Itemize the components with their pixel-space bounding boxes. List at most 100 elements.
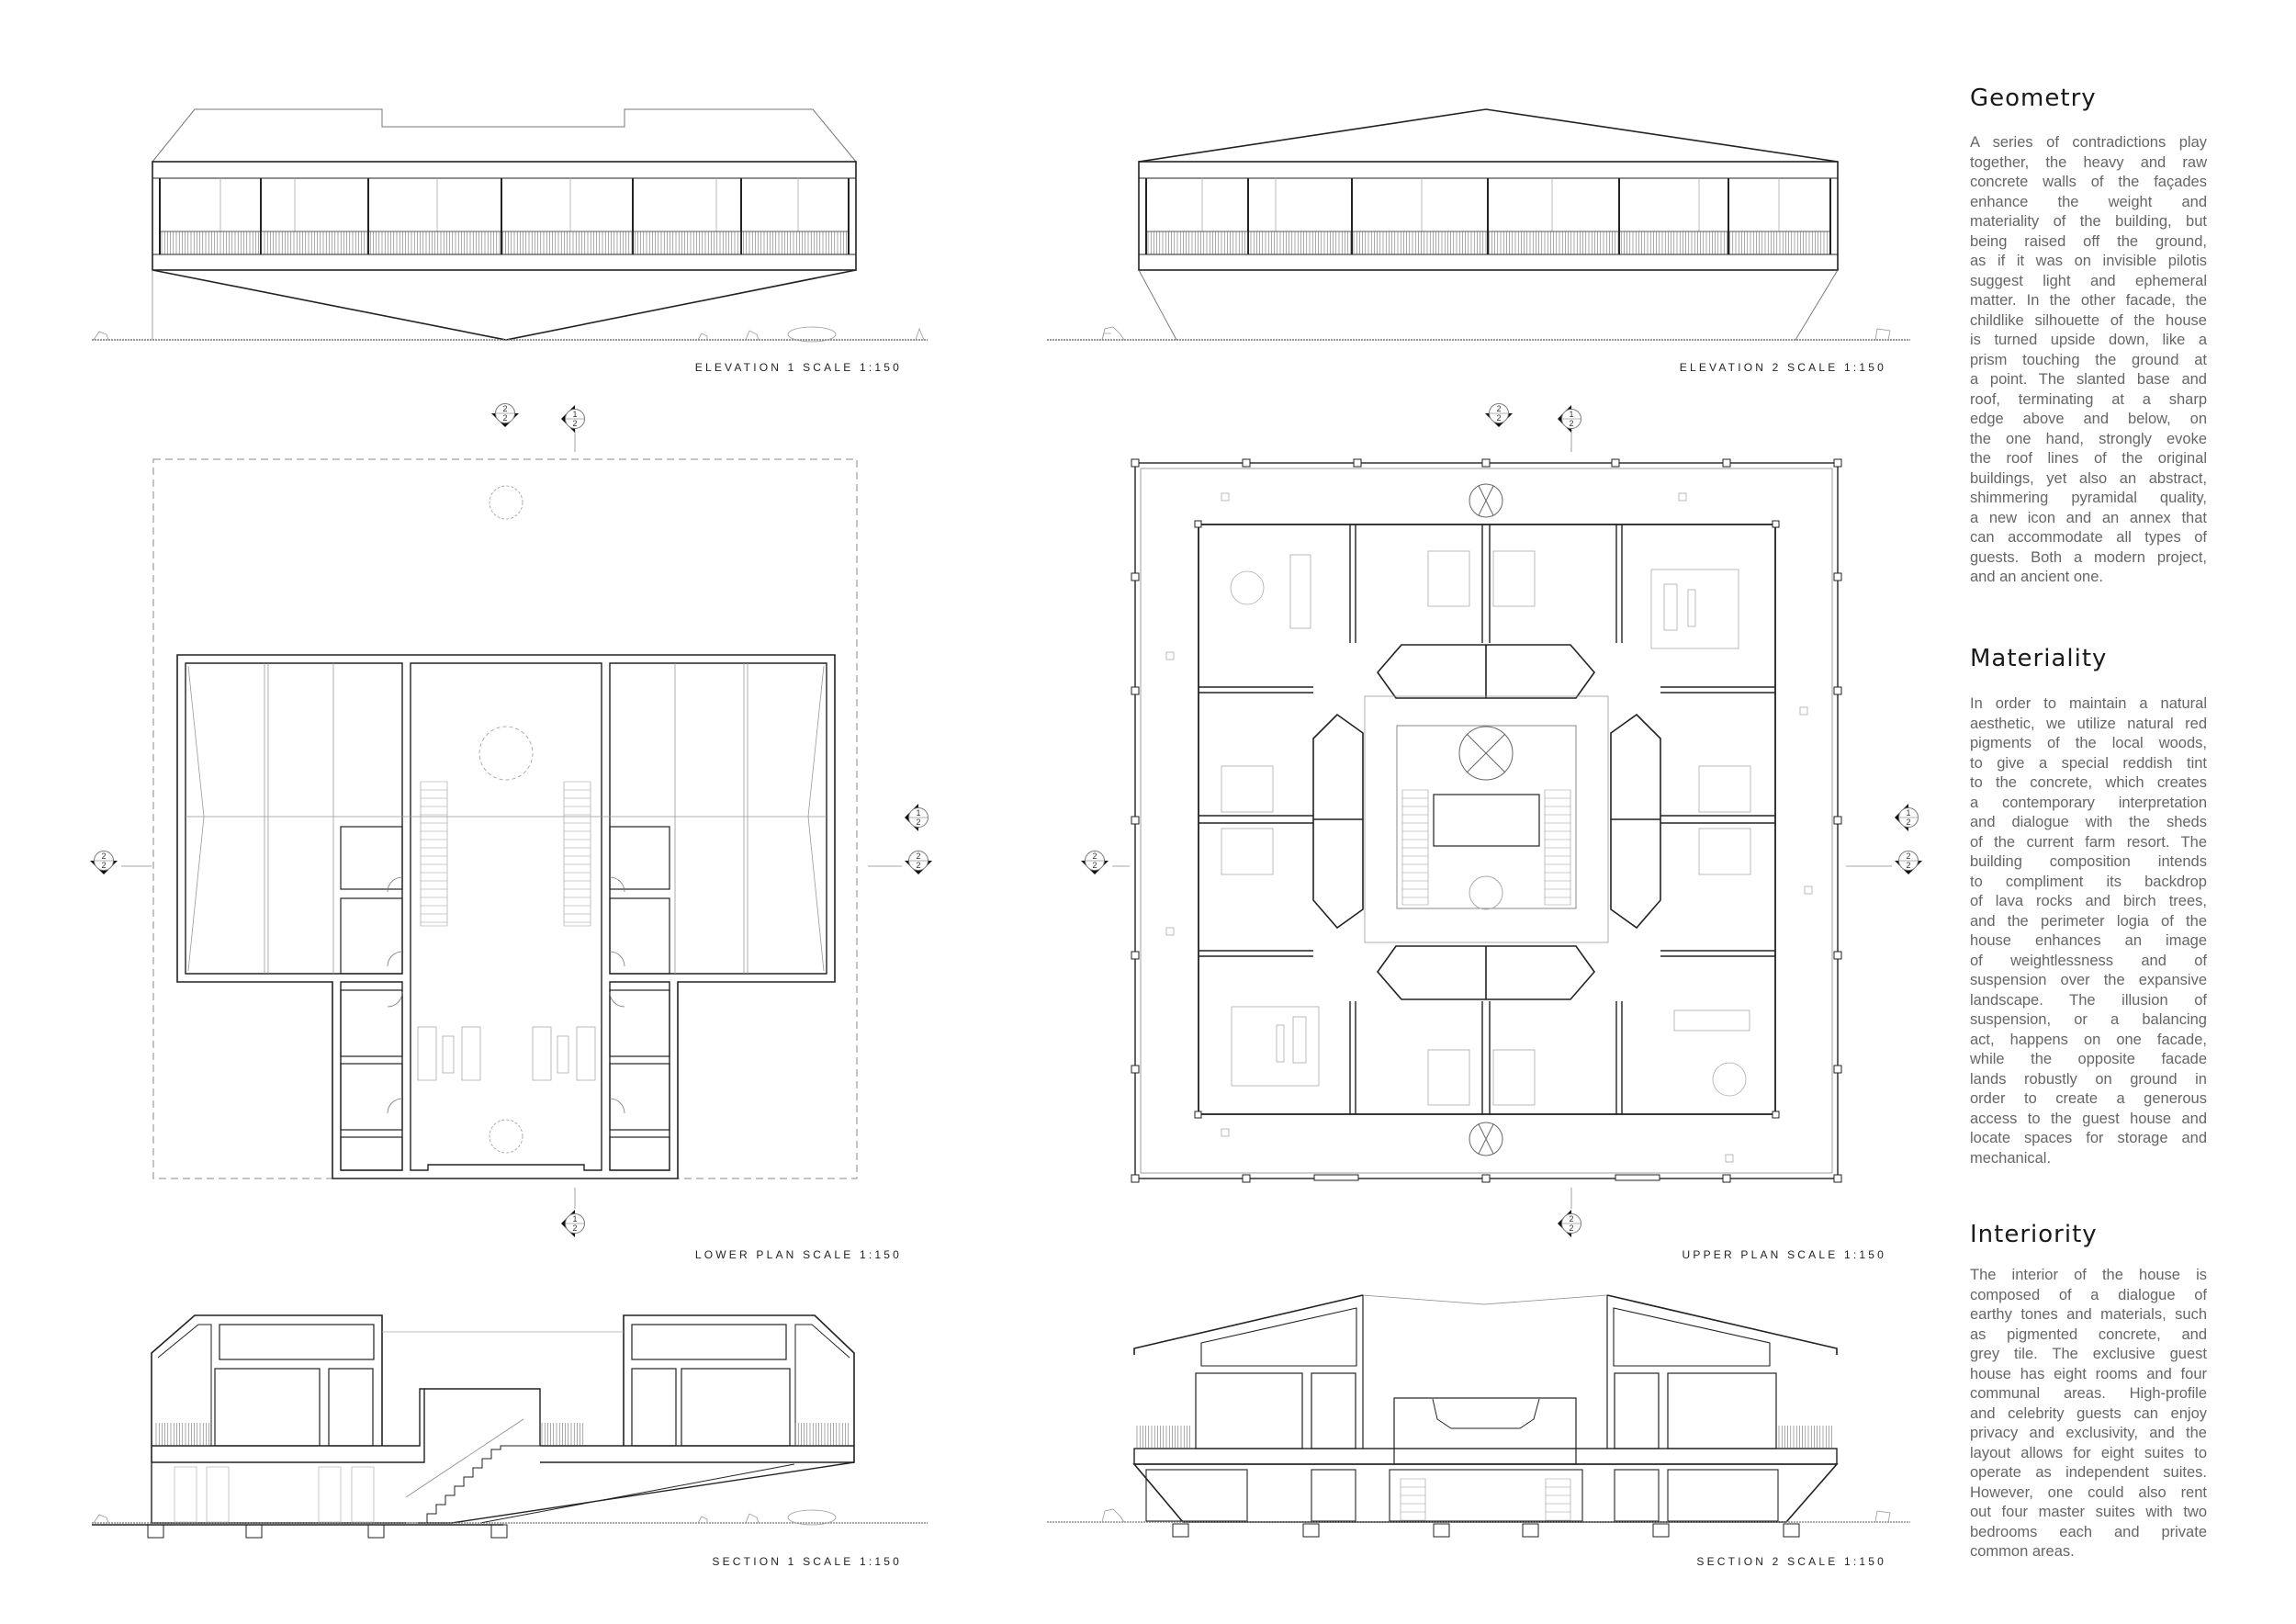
paragraph-line: house enhances an image [1970, 932, 2207, 949]
perimeter-loggia [1134, 462, 1839, 1179]
svg-text:2: 2 [101, 851, 106, 861]
stair-left [1400, 1478, 1426, 1521]
paragraph-line: as pigmented concrete, and [1970, 1325, 2207, 1343]
facade-box [152, 161, 857, 271]
railing [1136, 1426, 1190, 1449]
lower-trapezoid [1132, 1463, 1839, 1523]
section-marker[interactable]: 22 [1484, 403, 1514, 428]
paragraph-line: and dialogue with the sheds [1970, 814, 2207, 830]
svg-text:2: 2 [1906, 851, 1910, 861]
materiality-section: Materiality [1970, 643, 2207, 674]
door-swings [387, 876, 625, 1114]
paragraph-line: and celebrity guests can enjoy [1970, 1404, 2207, 1422]
paragraph-line: shimmering pyramidal quality, [1970, 490, 2207, 506]
stair-left [1401, 789, 1429, 906]
paragraph-line: grey tile. The exclusive guest [1970, 1346, 2207, 1362]
service-rooms [340, 826, 670, 1171]
section-marker[interactable]: 12 [560, 404, 585, 434]
section-marker[interactable]: 22 [904, 851, 933, 875]
section-1-label: SECTION 1 SCALE 1:150 [712, 1555, 902, 1568]
paragraph-line: composed of a dialogue of [1970, 1286, 2207, 1303]
upper-plan-drawing [1131, 458, 1842, 1183]
paragraph-line: access to the guest house and [1970, 1110, 2207, 1127]
section-marker[interactable]: 22 [1894, 851, 1923, 875]
paragraph-line: out four master suites with two [1970, 1504, 2207, 1520]
upper-floor-footprint [152, 458, 858, 1179]
mullions [1201, 178, 1780, 231]
paragraph-line: and an ancient one. [1970, 569, 2103, 585]
interiority-body: The interior of the house is composed of … [1970, 1266, 2207, 1562]
stair-right [563, 781, 591, 927]
paragraph-line: landscape. The illusion of [1970, 991, 2207, 1009]
paragraph-line: materiality of the building, but [1970, 213, 2207, 230]
svg-text:2: 2 [1092, 851, 1097, 861]
railing [1778, 1426, 1832, 1449]
paragraph-line: roof, terminating at a sharp [1970, 390, 2207, 408]
paragraph-line: to give a special reddish tint [1970, 754, 2207, 772]
gable-roof [1138, 108, 1839, 163]
footings [1172, 1523, 1800, 1538]
paragraph-line: suspension over the expansive [1970, 972, 2207, 988]
section-marker[interactable]: 12 [904, 803, 929, 832]
stair-left [420, 781, 448, 927]
section-marker[interactable]: 12 [1894, 803, 1919, 832]
paragraph-line: pigments of the local woods, [1970, 735, 2207, 751]
skylight-icon [1458, 483, 1514, 1156]
paragraph-line: The interior of the house is [1970, 1267, 2207, 1283]
paragraph-line: a new icon and an annex that [1970, 509, 2207, 526]
upper-plan-label: UPPER PLAN SCALE 1:150 [1683, 1248, 1886, 1261]
section-marker[interactable]: 22 [490, 403, 520, 428]
paragraph-line: act, happens on one facade, [1970, 1031, 2207, 1048]
svg-text:2: 2 [1906, 818, 1910, 827]
paragraph-line: is turned upside down, like a [1970, 332, 2207, 348]
svg-text:2: 2 [1496, 413, 1501, 423]
svg-text:2: 2 [572, 419, 577, 428]
elevation-2-drawing [1047, 108, 1910, 341]
furniture [417, 1026, 596, 1081]
svg-text:2: 2 [101, 861, 106, 870]
rocks [1101, 326, 1891, 341]
paragraph-line: concrete walls of the façades [1970, 174, 2207, 190]
roof-outline [152, 108, 857, 163]
section-marker[interactable]: 12 [560, 1209, 585, 1238]
paragraph-line: guests. Both a modern project, [1970, 548, 2207, 566]
svg-text:2: 2 [1569, 1224, 1573, 1233]
paragraph-line: privacy and exclusivity, and the [1970, 1425, 2207, 1441]
svg-text:2: 2 [916, 818, 920, 827]
section-heading: Geometry [1970, 85, 2097, 112]
enclosure-wall [1198, 524, 1776, 1115]
geometry-section: Geometry [1970, 83, 2207, 114]
perimeter-columns [1131, 458, 1842, 1183]
furniture [1165, 492, 1813, 1163]
section-marker[interactable]: 12 [1557, 404, 1581, 434]
paragraph-line: to the concrete, which creates [1970, 774, 2207, 791]
facade-box [1138, 161, 1839, 271]
paragraph-line: can accommodate all types of [1970, 529, 2207, 546]
paragraph-line: lands robustly on ground in [1970, 1070, 2207, 1088]
stair-well [1432, 1398, 1540, 1429]
svg-text:1: 1 [1906, 808, 1910, 818]
paragraph-line: enhance the weight and [1970, 193, 2207, 210]
paragraph-line: the roof lines of the original [1970, 450, 2207, 467]
stair-right [1545, 1478, 1571, 1521]
paragraph-line: A series of contradictions play [1970, 134, 2207, 151]
elevation-1-label: ELEVATION 1 SCALE 1:150 [695, 361, 902, 374]
section-2-drawing [1047, 1294, 1910, 1538]
paragraph-line: operate as independent suites. [1970, 1464, 2207, 1481]
section-marker[interactable]: 22 [89, 851, 118, 875]
paragraph-line: In order to maintain a natural [1970, 695, 2207, 712]
columns [159, 178, 850, 254]
section-marker[interactable]: 22 [1557, 1209, 1581, 1238]
svg-text:2: 2 [916, 861, 920, 870]
section-heading: Materiality [1970, 645, 2108, 672]
paragraph-line: order to create a generous [1970, 1090, 2207, 1107]
inverted-prism-base [152, 269, 857, 341]
lower-plan-drawing [152, 458, 858, 1179]
paragraph-line: matter. In the other facade, the [1970, 292, 2207, 309]
elevation-2-label: ELEVATION 2 SCALE 1:150 [1680, 361, 1886, 374]
section-marker[interactable]: 22 [1080, 851, 1109, 875]
paragraph-line: of the current farm resort. The [1970, 833, 2207, 851]
paragraph-line: house has eight rooms and four [1970, 1365, 2207, 1382]
svg-text:1: 1 [1569, 410, 1573, 419]
entrance-stair [406, 1445, 540, 1524]
